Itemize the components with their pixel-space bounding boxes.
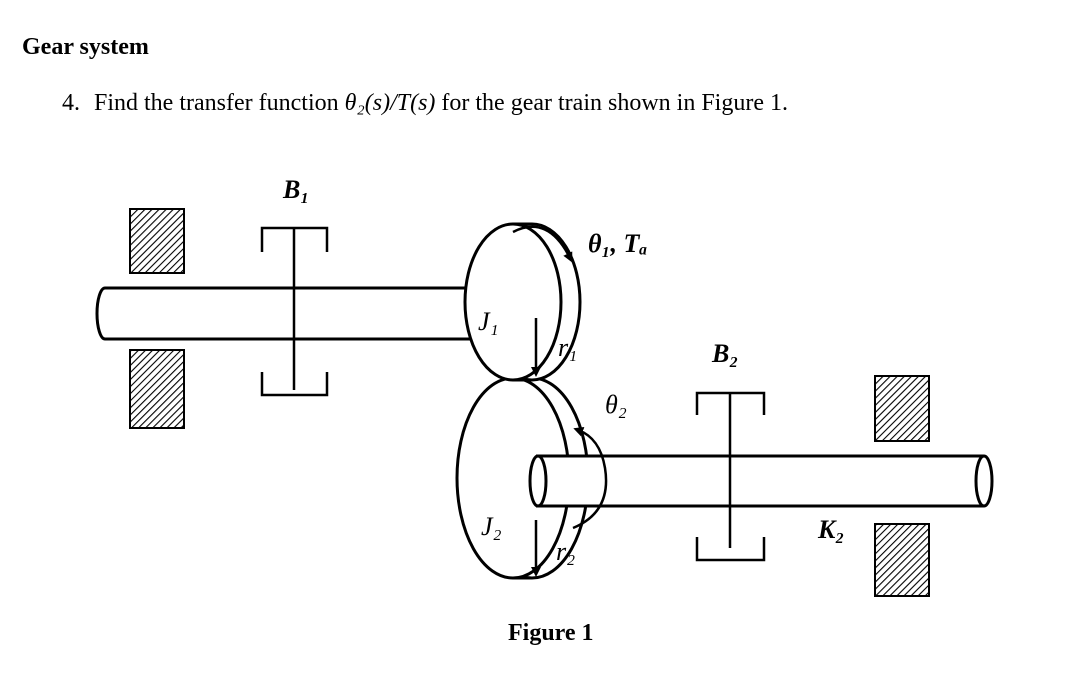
figure-caption: Figure 1 — [508, 620, 594, 646]
problem-statement: 4.Find the transfer function θ₂(s)/T(s) … — [62, 90, 788, 117]
left-wall-top — [129, 208, 185, 274]
label-b2: B₂ — [711, 339, 738, 368]
theta1-torque-arrow — [512, 225, 573, 263]
shaft-2 — [528, 454, 994, 508]
bearing-b2 — [695, 391, 766, 562]
label-theta2: θ₂ — [605, 390, 627, 419]
shaft-1 — [95, 286, 475, 341]
label-j2: J₂ — [481, 512, 502, 541]
section-heading: Gear system — [22, 34, 149, 60]
problem-text-before: Find the transfer function — [94, 90, 345, 116]
bearing-b1 — [260, 226, 329, 397]
right-wall-bottom — [874, 523, 930, 597]
label-b1: B₁ — [282, 175, 309, 204]
label-j1: J₁ — [478, 307, 499, 336]
label-r2: r₂ — [556, 537, 575, 566]
label-r1: r₁ — [558, 333, 577, 362]
problem-number: 4. — [62, 90, 80, 116]
problem-math: θ₂(s)/T(s) — [344, 90, 436, 116]
problem-text-after: for the gear train shown in Figure 1. — [435, 90, 788, 116]
theta2-rotation-arrow — [572, 427, 608, 530]
left-wall-bottom — [129, 349, 185, 429]
label-k2: K₂ — [817, 515, 844, 544]
right-wall-top — [874, 375, 930, 442]
label-theta1-ta: θ₁, Tₐ — [588, 229, 647, 258]
